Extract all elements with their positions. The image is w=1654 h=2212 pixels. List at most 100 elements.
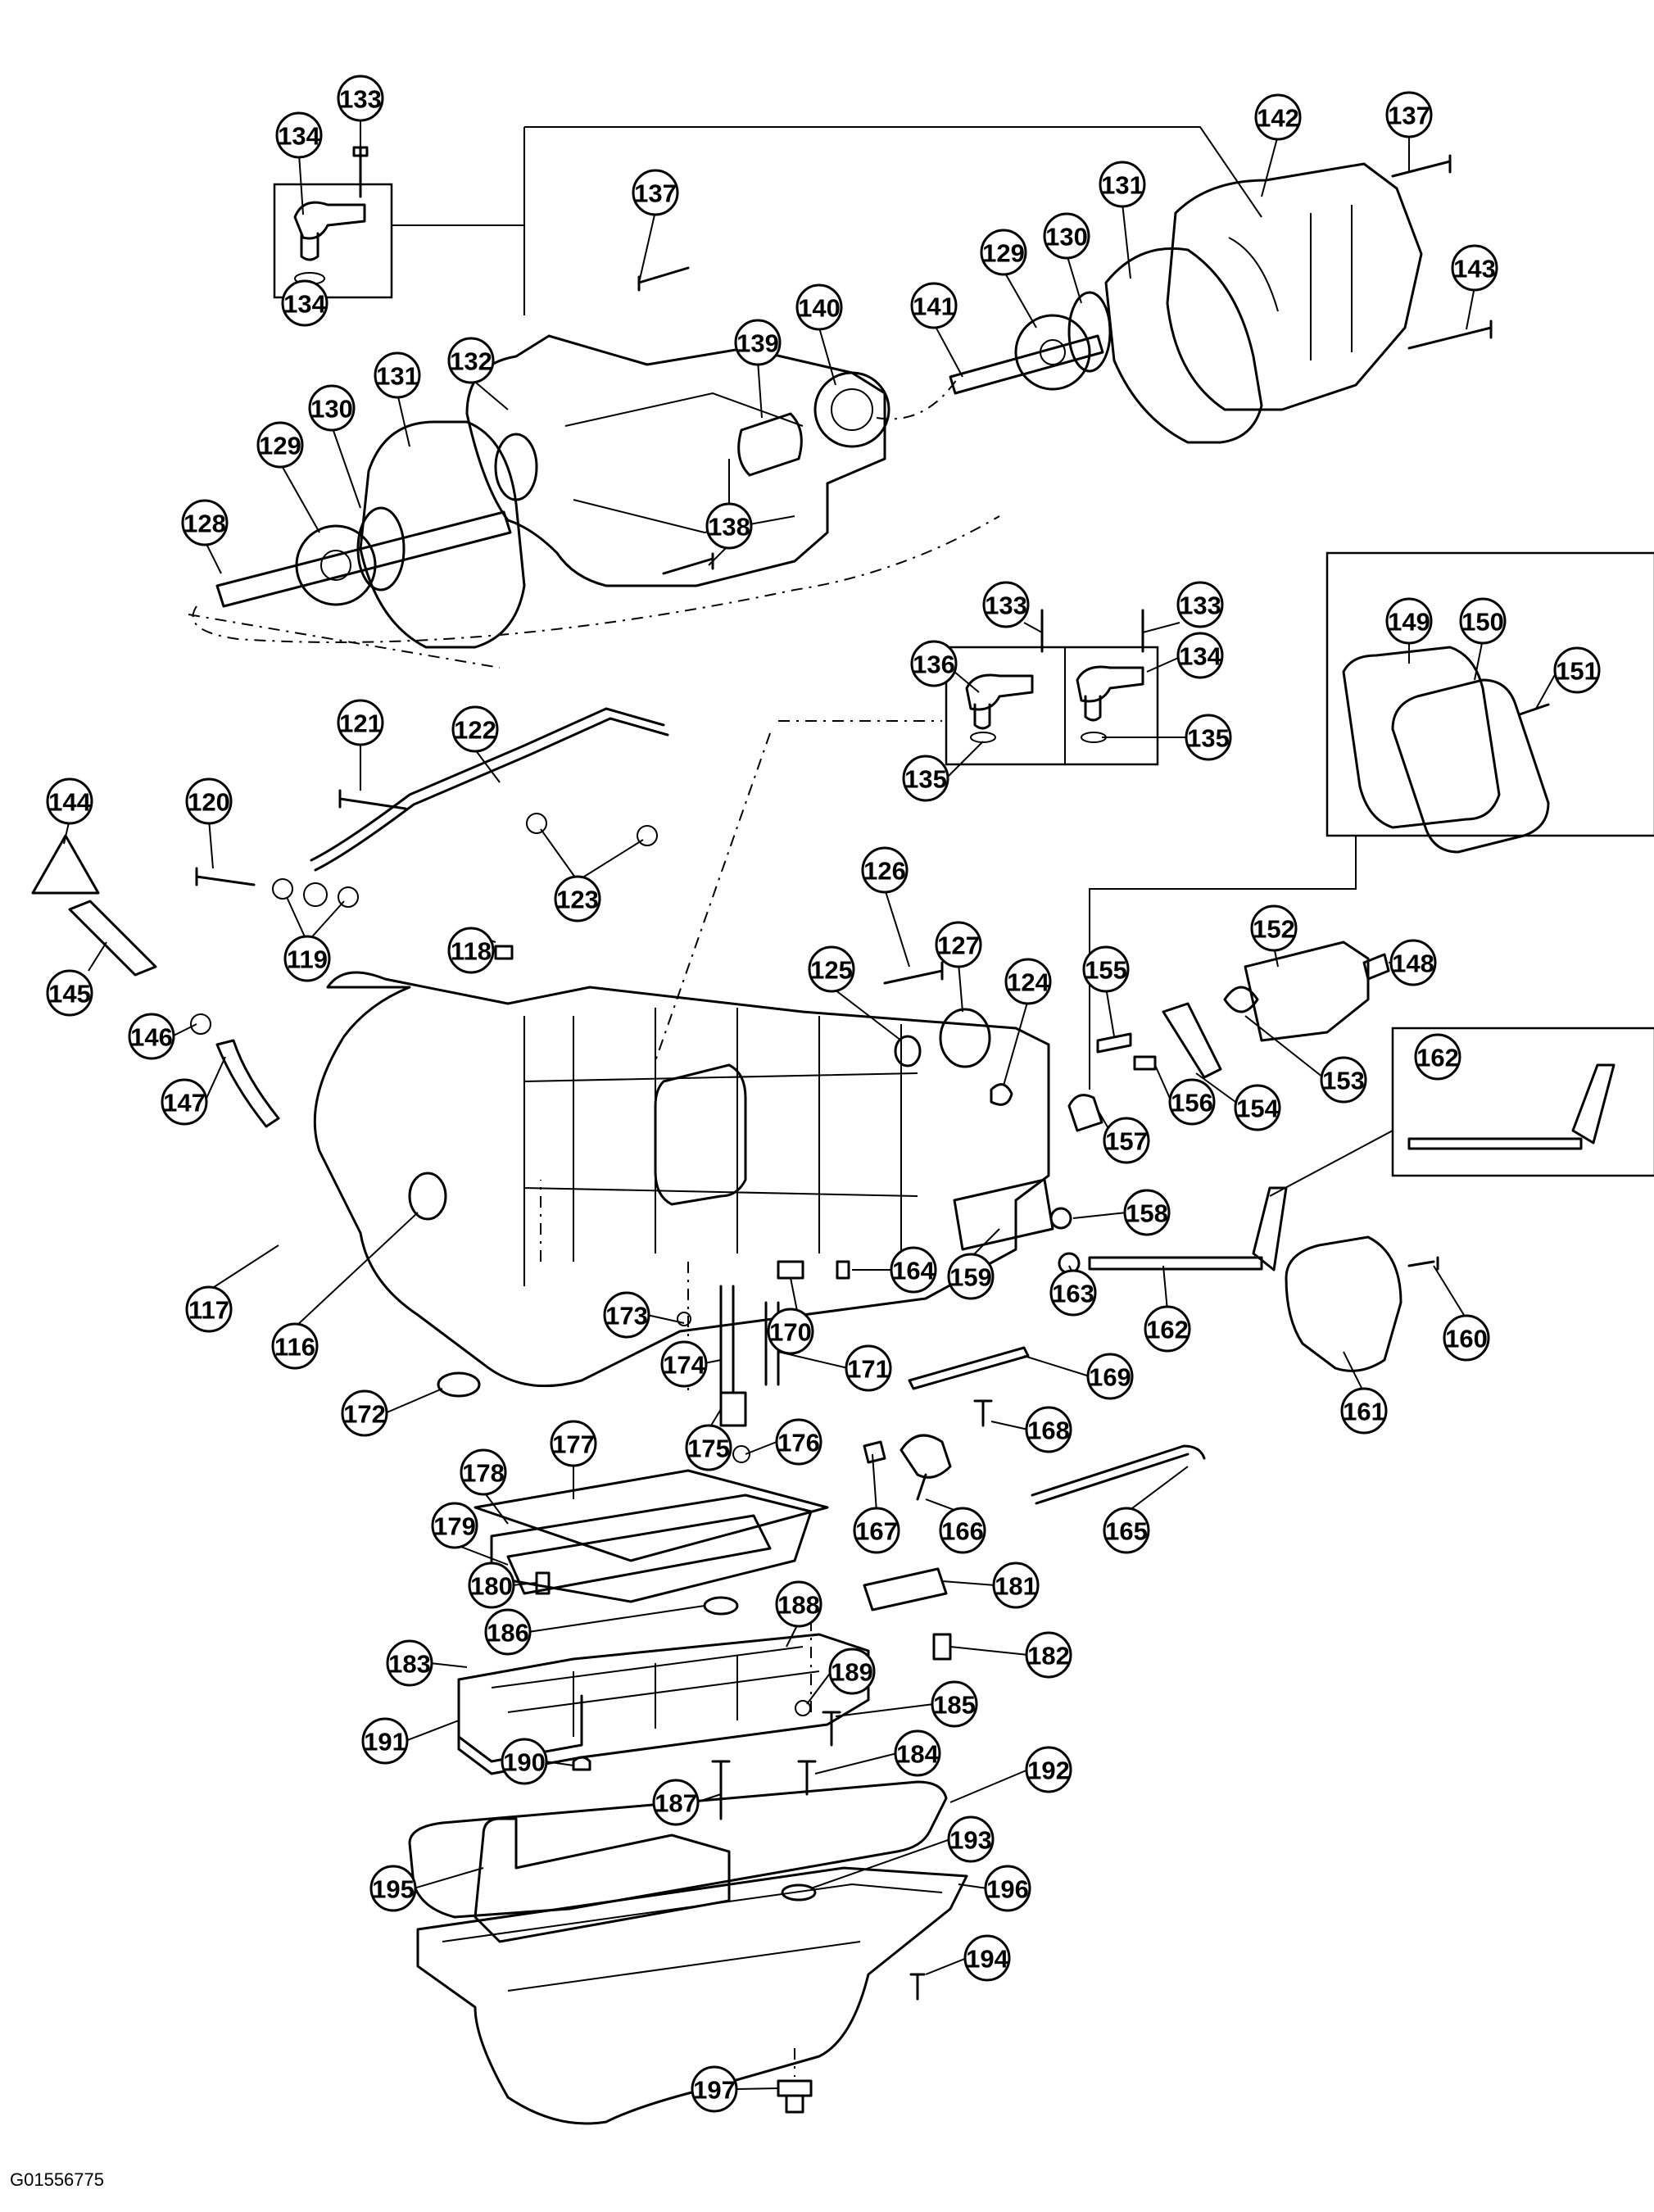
callout-circle xyxy=(308,384,356,432)
callout-circle xyxy=(1340,1387,1388,1435)
callout-circle xyxy=(939,1507,986,1554)
cooler-tube-122 xyxy=(310,707,669,872)
pin-164 xyxy=(836,1260,850,1280)
fitting-170 xyxy=(777,1260,804,1280)
callout-137: 137 xyxy=(632,169,679,216)
clip-124 xyxy=(990,1083,1013,1106)
callout-circle xyxy=(1185,714,1232,761)
callout-circle xyxy=(902,755,949,802)
callout-circle xyxy=(1103,1117,1150,1164)
callout-circle xyxy=(1043,212,1090,260)
bolt-194 xyxy=(909,1973,926,2001)
callout-label: 190 xyxy=(503,1748,546,1777)
callout-145: 145 xyxy=(46,969,93,1017)
seal-158 xyxy=(1049,1207,1072,1230)
callout-158: 158 xyxy=(1123,1189,1171,1236)
rod-165 xyxy=(1031,1444,1206,1505)
gear-130-left xyxy=(356,506,406,592)
callout-168: 168 xyxy=(1025,1406,1072,1453)
bolt-168 xyxy=(973,1399,993,1427)
callout-circle xyxy=(775,1418,822,1466)
callout-circle xyxy=(386,1639,433,1687)
callout-label: 188 xyxy=(777,1591,820,1620)
callout-137: 137 xyxy=(1385,91,1433,138)
callout-155: 155 xyxy=(1082,945,1130,993)
callout-label: 127 xyxy=(937,931,980,960)
dipstick-tube-147 xyxy=(215,1039,280,1128)
callout-143: 143 xyxy=(1451,244,1498,292)
callout-189: 189 xyxy=(828,1648,876,1695)
callout-label: 185 xyxy=(933,1691,976,1720)
callout-circle xyxy=(652,1779,700,1826)
speed-sensor-upper-left xyxy=(293,201,366,261)
main-case-117 xyxy=(313,971,1050,1388)
callout-194: 194 xyxy=(963,1934,1011,1982)
main-case-ribs xyxy=(523,1008,918,1286)
callout-label: 123 xyxy=(556,886,599,914)
callout-circle xyxy=(1389,939,1437,986)
dipstick-tube-145 xyxy=(68,900,157,977)
callout-133: 133 xyxy=(982,581,1030,628)
case-dash-link xyxy=(540,720,942,1712)
callout-135: 135 xyxy=(902,755,949,802)
callout-119: 119 xyxy=(283,935,331,982)
nut-167 xyxy=(863,1440,886,1464)
callout-label: 133 xyxy=(339,85,382,114)
callout-140: 140 xyxy=(795,283,843,331)
callout-label: 180 xyxy=(470,1572,513,1601)
callout-label: 182 xyxy=(1027,1642,1070,1670)
callout-circle xyxy=(861,846,909,894)
stud-174 xyxy=(719,1285,735,1394)
callout-118: 118 xyxy=(447,927,495,974)
callout-126: 126 xyxy=(861,846,909,894)
callout-129: 129 xyxy=(980,229,1027,276)
callout-label: 124 xyxy=(1007,968,1049,997)
callout-label: 192 xyxy=(1027,1756,1070,1785)
bolt-184 xyxy=(797,1760,817,1796)
callout-circle xyxy=(554,875,601,922)
callout-133: 133 xyxy=(337,75,384,122)
plug-172 xyxy=(437,1371,481,1398)
callout-circle xyxy=(1414,1033,1461,1081)
callout-label: 141 xyxy=(913,292,955,321)
callout-169: 169 xyxy=(1086,1353,1134,1400)
callout-circle xyxy=(447,337,495,384)
callout-circle xyxy=(775,1580,822,1628)
callout-circle xyxy=(1025,1746,1072,1793)
callout-label: 145 xyxy=(48,980,91,1009)
callout-label: 130 xyxy=(1045,223,1088,252)
detent-lever-166 xyxy=(900,1434,952,1501)
callout-180: 180 xyxy=(468,1562,515,1609)
washer-119-b xyxy=(303,882,328,907)
callout-185: 185 xyxy=(931,1680,978,1728)
callout-circle xyxy=(808,945,855,993)
gasket-179 xyxy=(506,1514,772,1595)
callout-163: 163 xyxy=(1049,1269,1097,1317)
washer-119-a xyxy=(272,878,293,900)
callout-190: 190 xyxy=(501,1738,548,1785)
callout-157: 157 xyxy=(1103,1117,1150,1164)
bolt-185 xyxy=(822,1711,841,1747)
callout-label: 125 xyxy=(810,956,853,985)
callout-label: 132 xyxy=(450,347,492,376)
callout-152: 152 xyxy=(1250,904,1298,952)
callout-131: 131 xyxy=(374,351,421,399)
washer-123-a xyxy=(526,813,547,834)
callout-circle xyxy=(1176,581,1224,628)
callout-label: 142 xyxy=(1257,104,1299,133)
callout-label: 172 xyxy=(343,1400,386,1429)
callout-circle xyxy=(1025,1406,1072,1453)
dipstick-handle-144 xyxy=(31,834,100,895)
ball-176 xyxy=(732,1445,750,1463)
callout-circle xyxy=(374,351,421,399)
callout-141: 141 xyxy=(910,282,958,329)
callout-circle xyxy=(501,1738,548,1785)
manual-shaft-162 xyxy=(1088,1186,1288,1271)
callout-circle xyxy=(1443,1314,1490,1362)
callout-179: 179 xyxy=(431,1502,478,1549)
callout-label: 193 xyxy=(949,1826,992,1855)
cover-box xyxy=(1325,551,1654,837)
filter-175 xyxy=(719,1391,747,1427)
valve-body-183 xyxy=(457,1633,870,1775)
callout-label: 135 xyxy=(904,765,947,794)
